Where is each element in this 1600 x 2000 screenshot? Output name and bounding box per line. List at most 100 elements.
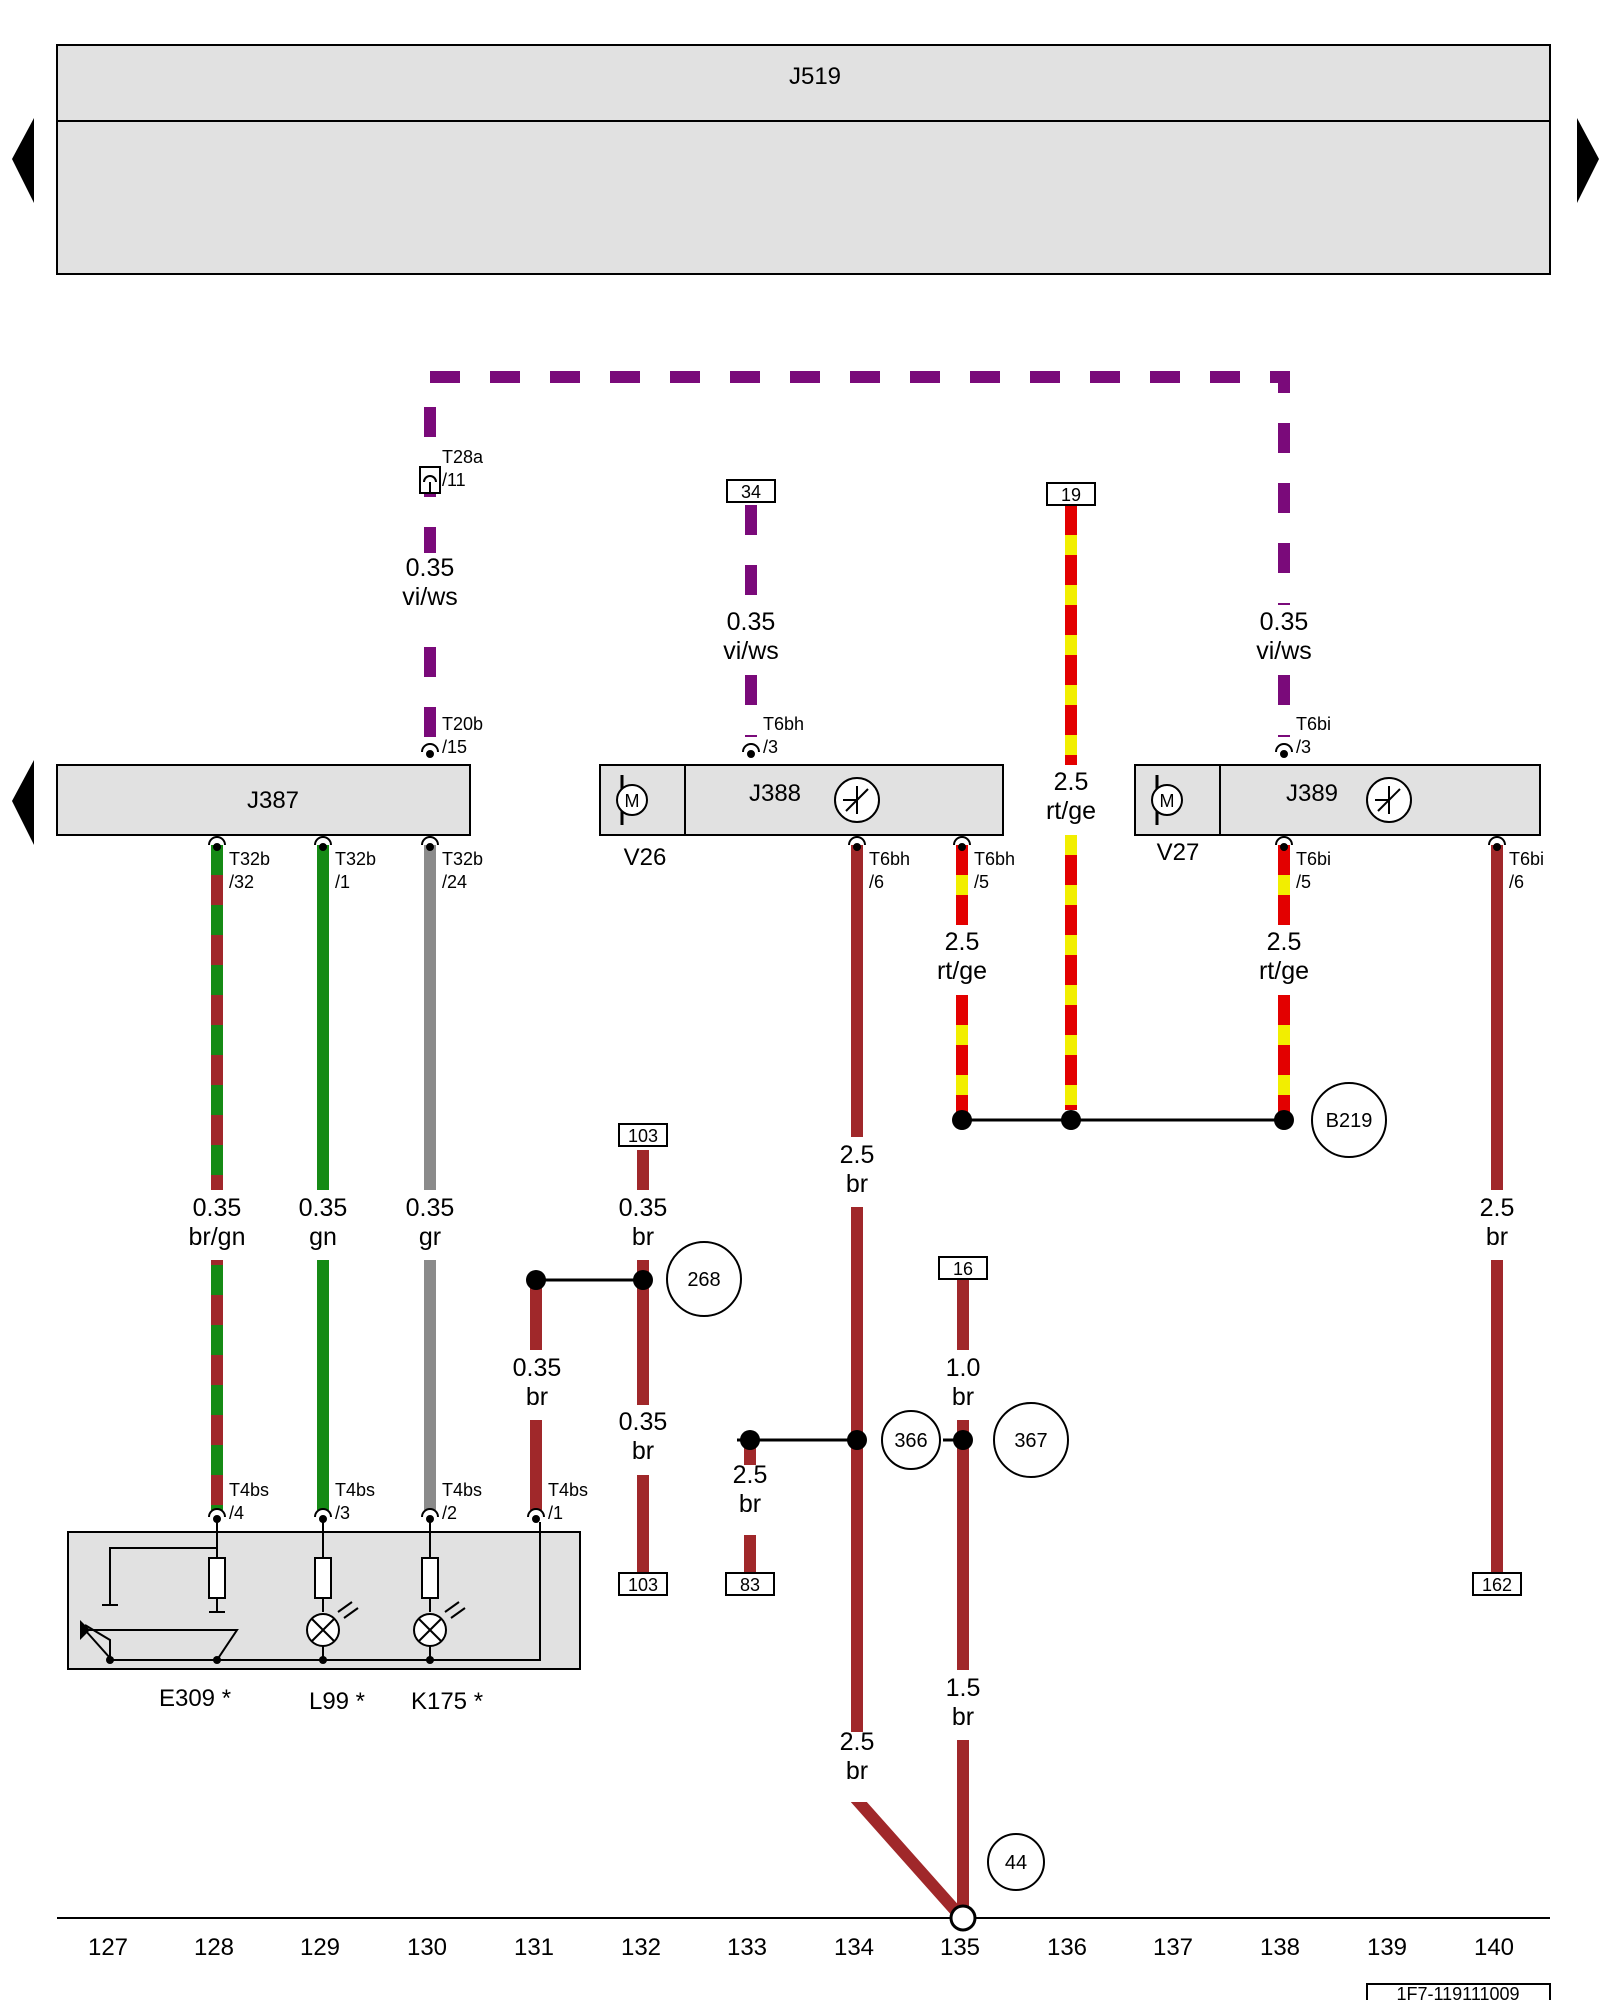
reference-boxes: 34 19 103 16 103 83 162: [618, 479, 1522, 1596]
module-j519-label: J519: [789, 63, 841, 90]
wire-83-size: 2.5: [733, 1461, 768, 1489]
wire-t6bi5-size: 2.5: [1267, 928, 1302, 956]
wire-t32b24-color: gr: [419, 1223, 441, 1251]
connector-t4bs1-pin: /1: [548, 1503, 563, 1523]
motor-v27-icon: M: [1151, 775, 1183, 825]
col-137: 137: [1153, 1934, 1193, 1961]
wire-t6bh6-color: br: [846, 1170, 868, 1198]
connector-t6bh5: T6bh: [974, 849, 1015, 869]
ref-34[interactable]: 34: [741, 482, 761, 502]
connector-t32b32-pin: /32: [229, 872, 254, 892]
wire-t28a-size: 0.35: [406, 554, 455, 582]
col-127: 127: [88, 1934, 128, 1961]
connector-t4bs2: T4bs: [442, 1480, 482, 1500]
connector-t6bh6-pin: /6: [869, 872, 884, 892]
connector-t4bs3-pin: /3: [335, 1503, 350, 1523]
module-j388-label: J388: [749, 780, 801, 807]
connector-t4bs3: T4bs: [335, 1480, 375, 1500]
connector-t32b24: T32b: [442, 849, 483, 869]
connector-t28a: T28a: [442, 447, 484, 467]
wire-t6bh5-size: 2.5: [945, 928, 980, 956]
col-131: 131: [514, 1934, 554, 1961]
wire-t32b32-size: 0.35: [193, 1194, 242, 1222]
wire-134-color: br: [846, 1757, 868, 1785]
node-366[interactable]: 366: [894, 1430, 927, 1452]
sensor-j389-icon: [1366, 777, 1412, 823]
wire-t6bh5-color: rt/ge: [937, 957, 987, 985]
wire-t32b32-color: br/gn: [189, 1223, 246, 1251]
ground-point-icon: [949, 1904, 977, 1932]
wire-t6bi6-color: br: [1486, 1223, 1508, 1251]
connector-t32b1: T32b: [335, 849, 376, 869]
wire-135-size: 1.5: [946, 1674, 981, 1702]
ref-103-bottom[interactable]: 103: [628, 1575, 658, 1595]
connector-t4bs4-pin: /4: [229, 1503, 244, 1523]
node-367[interactable]: 367: [1014, 1430, 1047, 1452]
connector-terminals: [208, 743, 1506, 1523]
page-prev-arrow-icon[interactable]: [12, 118, 34, 203]
wire-103-color: br: [632, 1223, 654, 1251]
component-box: [67, 1522, 581, 1670]
connector-t4bs4: T4bs: [229, 1480, 269, 1500]
module-j389-label: J389: [1286, 780, 1338, 807]
component-k175-label: K175 *: [411, 1688, 483, 1715]
connector-t32b1-pin: /1: [335, 872, 350, 892]
footer-code: 1F7-119111009: [1396, 1984, 1519, 2000]
ref-16[interactable]: 16: [953, 1259, 973, 1279]
wire-labels: 0.35 vi/ws 0.35 vi/ws 0.35 vi/ws 2.5 rt/…: [189, 554, 1515, 1785]
node-circles: [666, 1082, 1387, 1891]
wire-134-size: 2.5: [840, 1728, 875, 1756]
wire-vi-ws-bus: [424, 371, 1290, 737]
wire-t6bi5-color: rt/ge: [1259, 957, 1309, 985]
component-l99-label: L99 *: [309, 1688, 365, 1715]
wire-t6bi6-size: 2.5: [1480, 1194, 1515, 1222]
wire-16-color: br: [952, 1383, 974, 1411]
footer-code-box: 1F7-119111009: [1366, 1983, 1551, 2000]
connector-t20b-pin: /15: [442, 737, 467, 757]
ref-162[interactable]: 162: [1482, 1575, 1512, 1595]
node-268[interactable]: 268: [687, 1269, 720, 1291]
wire-132-color: br: [632, 1437, 654, 1465]
sensor-j388-icon: [834, 777, 880, 823]
component-e309-label: E309 *: [159, 1685, 231, 1712]
connector-t6bi5: T6bi: [1296, 849, 1331, 869]
module-j519: J519: [56, 44, 1551, 275]
col-128: 128: [194, 1934, 234, 1961]
motor-v27-label: V27: [1157, 839, 1200, 866]
continue-left-arrow-icon: [12, 760, 34, 845]
ref-103-top[interactable]: 103: [628, 1126, 658, 1146]
node-b219[interactable]: B219: [1326, 1110, 1373, 1132]
ref-83[interactable]: 83: [740, 1575, 760, 1595]
connector-t32b24-pin: /24: [442, 872, 467, 892]
wire-t6bi3-color: vi/ws: [1256, 637, 1312, 665]
connector-t6bh3: T6bh: [763, 714, 804, 734]
wire-34-color: vi/ws: [723, 637, 779, 665]
connector-t6bh5-pin: /5: [974, 872, 989, 892]
page-next-arrow-icon[interactable]: [1577, 118, 1599, 203]
motor-v26-icon: M: [616, 775, 648, 825]
wire-34-size: 0.35: [727, 608, 776, 636]
col-136: 136: [1047, 1934, 1087, 1961]
ref-19[interactable]: 19: [1061, 485, 1081, 505]
svg-text:M: M: [625, 791, 640, 811]
connector-t20b: T20b: [442, 714, 483, 734]
module-j387: J387: [56, 764, 471, 836]
wire-t32b24-size: 0.35: [406, 1194, 455, 1222]
connector-t4bs1: T4bs: [548, 1480, 588, 1500]
wire-16-size: 1.0: [946, 1354, 981, 1382]
connector-t6bh3-pin: /3: [763, 737, 778, 757]
wire-131-size: 0.35: [513, 1354, 562, 1382]
wire-103-size: 0.35: [619, 1194, 668, 1222]
svg-text:M: M: [1160, 791, 1175, 811]
connector-t4bs2-pin: /2: [442, 1503, 457, 1523]
col-140: 140: [1474, 1934, 1514, 1961]
junction-dots: [526, 1110, 1294, 1450]
module-j388: J388 M: [599, 764, 1004, 836]
wire-t32b1-color: gn: [309, 1223, 337, 1251]
node-44[interactable]: 44: [1005, 1852, 1027, 1874]
connector-t6bi5-pin: /5: [1296, 872, 1311, 892]
connector-t6bi3-pin: /3: [1296, 737, 1311, 757]
column-numbers: 127 128 129 130 131 132 133 134 135 136 …: [88, 1934, 1514, 1961]
col-133: 133: [727, 1934, 767, 1961]
